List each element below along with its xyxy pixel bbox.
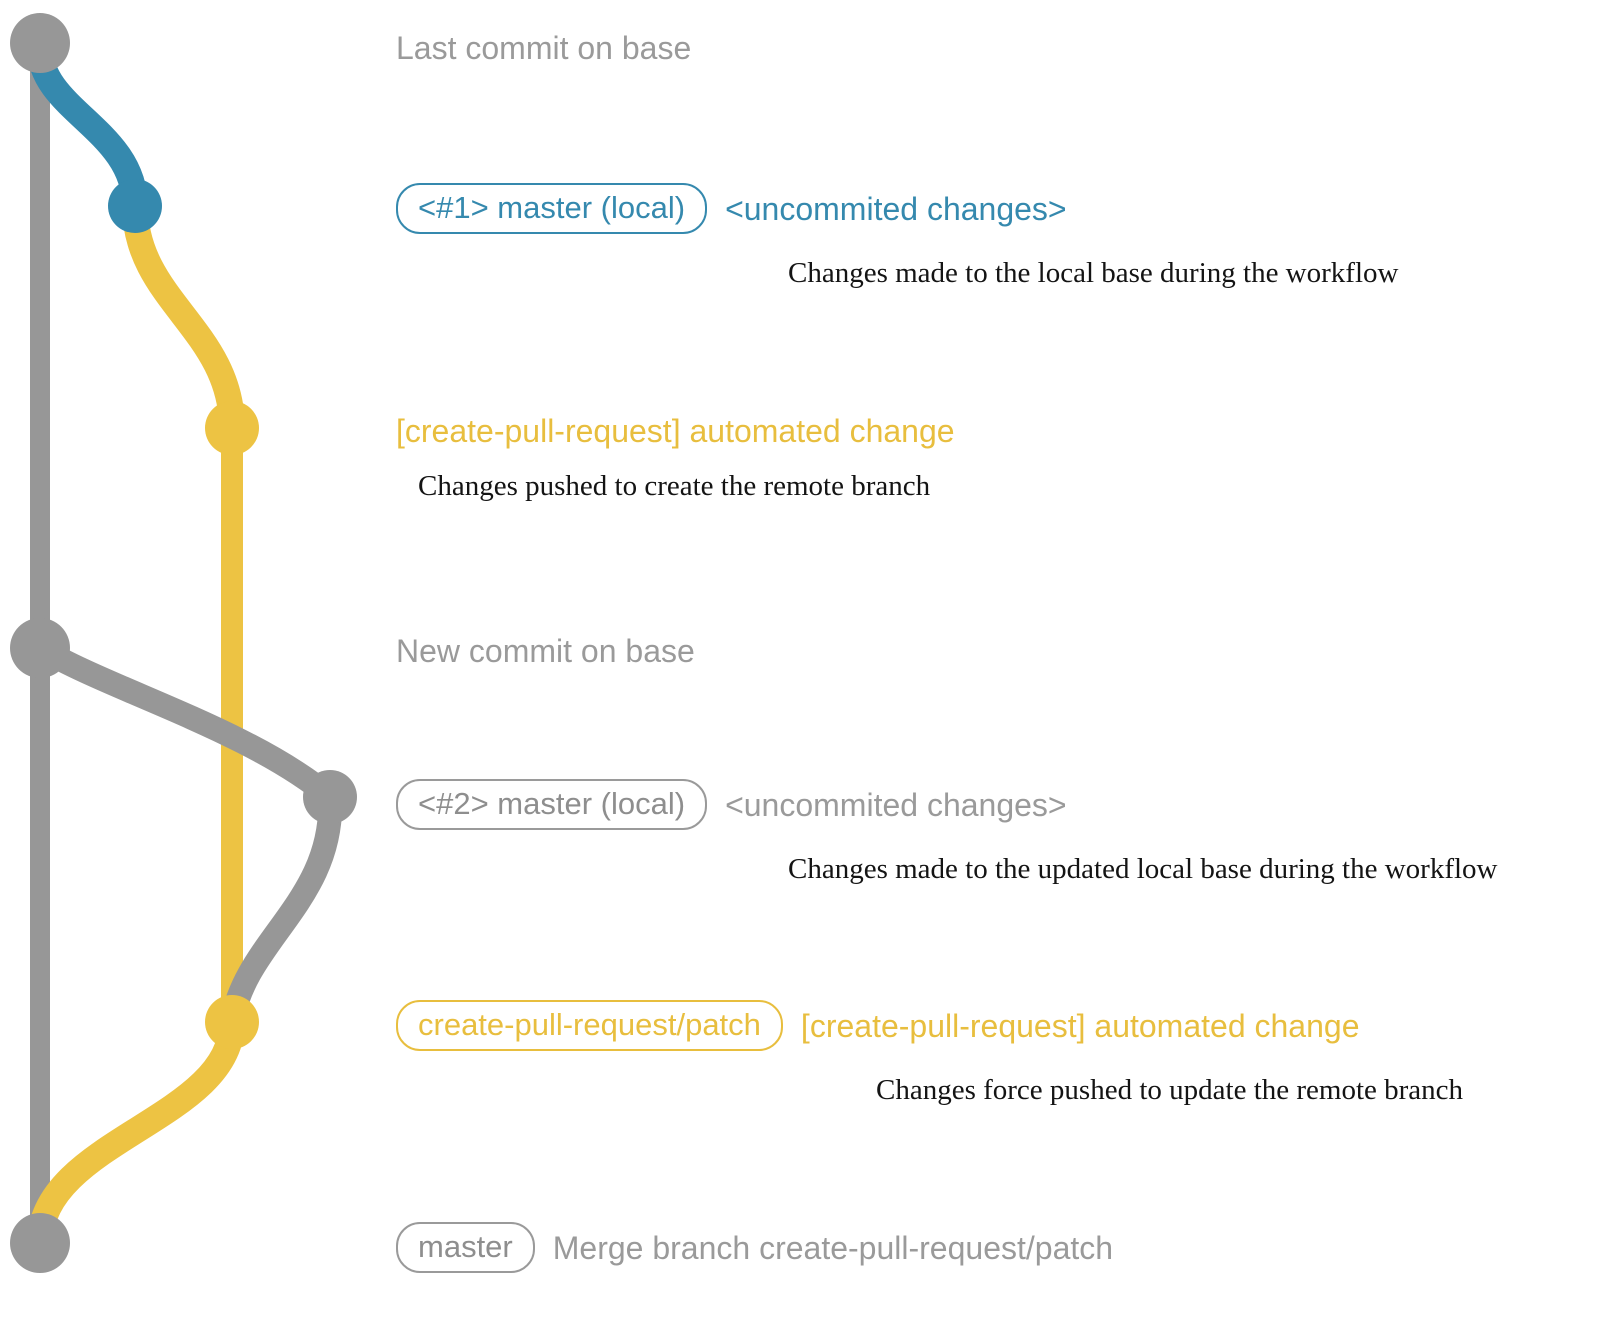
commit-description-local-change-2: Changes made to the updated local base d… <box>788 853 1498 885</box>
git-graph <box>10 13 357 1273</box>
commit-description-automated-change-2: Changes force pushed to update the remot… <box>876 1074 1464 1106</box>
local2-to-patch-edge <box>220 796 343 1025</box>
commit-description-automated-change-1: Changes pushed to create the remote bran… <box>418 470 931 502</box>
commit-title-last-commit-on-base: Last commit on base <box>396 30 692 66</box>
commit-title-local-change-1: <uncommited changes> <box>725 190 1067 227</box>
row-automated-change-1: [create-pull-request] automated change C… <box>396 415 955 501</box>
row-automated-change-2-header: create-pull-request/patch [create-pull-r… <box>396 1000 1463 1051</box>
commit-node-base-new[interactable] <box>10 618 70 678</box>
commit-title-automated-change-2: [create-pull-request] automated change <box>800 1007 1360 1044</box>
commit-node-base-merge[interactable] <box>10 1213 70 1273</box>
row-merge-commit: master Merge branch create-pull-request/… <box>396 1222 1113 1273</box>
row-merge-commit-header: master Merge branch create-pull-request/… <box>396 1222 1113 1273</box>
commit-title-merge-commit: Merge branch create-pull-request/patch <box>552 1229 1114 1266</box>
commit-node-patch-force[interactable] <box>205 995 259 1049</box>
row-automated-change-2: create-pull-request/patch [create-pull-r… <box>396 1000 1463 1105</box>
branch-badge-master[interactable]: master <box>396 1222 535 1273</box>
row-local-change-2: <#2> master (local) <uncommited changes>… <box>396 779 1498 884</box>
branch-badge-create-pull-request-patch[interactable]: create-pull-request/patch <box>396 1000 783 1051</box>
commit-node-local-2[interactable] <box>303 770 357 824</box>
branch-badge-master-local-2[interactable]: <#2> master (local) <box>396 779 708 830</box>
commit-description-local-change-1: Changes made to the local base during th… <box>788 257 1399 289</box>
commit-title-new-commit-on-base: New commit on base <box>396 633 695 669</box>
row-local-change-1: <#1> master (local) <uncommited changes>… <box>396 183 1398 288</box>
commit-node-local-1[interactable] <box>108 179 162 233</box>
patch-create-edge <box>122 205 245 429</box>
merge-edge <box>27 1020 245 1244</box>
commit-node-base-last[interactable] <box>10 13 70 73</box>
local1-branch-edge <box>27 46 148 207</box>
commit-title-local-change-2: <uncommited changes> <box>725 786 1067 823</box>
row-local-change-1-header: <#1> master (local) <uncommited changes> <box>396 183 1398 234</box>
row-local-change-2-header: <#2> master (local) <uncommited changes> <box>396 779 1498 830</box>
row-automated-change-1-header: [create-pull-request] automated change <box>396 415 955 447</box>
branch-badge-master-local-1[interactable]: <#1> master (local) <box>396 183 708 234</box>
commit-node-patch-create[interactable] <box>205 401 259 455</box>
local2-branch-edge <box>33 637 338 807</box>
commit-title-automated-change-1: [create-pull-request] automated change <box>396 413 955 449</box>
